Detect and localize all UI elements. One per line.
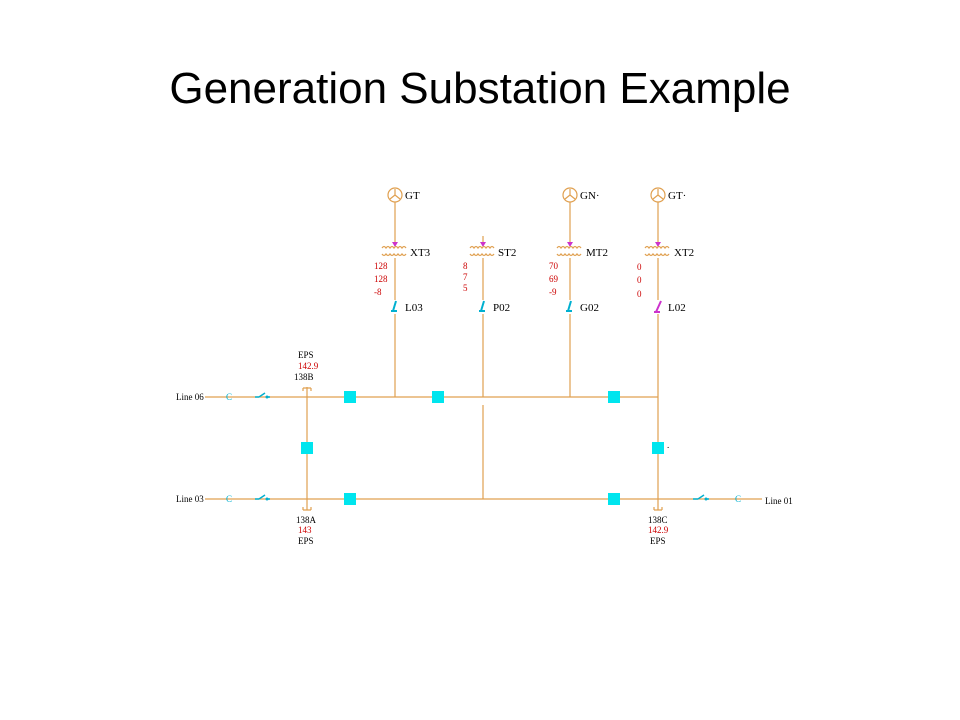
bus-label: 138C	[648, 515, 668, 525]
generator-1[interactable]: GT	[387, 187, 420, 203]
line-switch-contact-icon	[704, 497, 708, 501]
bus-terminal-icon	[653, 507, 663, 511]
tap-arrow-icon	[392, 242, 398, 247]
transformer-mt2[interactable]: MT2 70 69 -9	[549, 242, 608, 297]
transformer-value: 70	[549, 261, 559, 271]
bus-voltage: 142.9	[298, 361, 319, 371]
transformer-label: XT2	[674, 247, 694, 259]
bus-voltage: 143	[298, 525, 312, 535]
switch-label: G02	[580, 302, 599, 314]
transformer-label: XT3	[410, 247, 431, 259]
generator-label: GN·	[580, 190, 600, 202]
line-label: Line 06	[176, 392, 204, 402]
bus-terminal-icon	[302, 507, 312, 511]
transformer-secondary-icon	[644, 252, 670, 257]
switch-label: L02	[668, 302, 686, 314]
bus-138c[interactable]: 138C 142.9 EPS	[648, 515, 669, 546]
line-03[interactable]: Line 03 C	[176, 494, 270, 504]
line-01[interactable]: C Line 01	[693, 494, 793, 506]
transformer-value: 0	[637, 275, 642, 285]
bus-138a[interactable]: 138A 143 EPS	[296, 515, 317, 546]
transformer-value: -8	[374, 287, 382, 297]
line-marker: C	[226, 392, 232, 402]
line-marker: C	[735, 494, 741, 504]
transformer-value: 0	[637, 262, 642, 272]
circuit-breaker[interactable]	[608, 493, 620, 505]
circuit-breaker[interactable]	[301, 442, 313, 454]
circuit-breaker[interactable]	[432, 391, 444, 403]
line-marker: C	[226, 494, 232, 504]
slide-title: Generation Substation Example	[169, 64, 791, 113]
transformer-secondary-icon	[469, 252, 495, 257]
tap-arrow-icon	[480, 242, 486, 247]
bus-138b[interactable]: EPS 142.9 138B	[294, 350, 319, 382]
breaker-dot: .	[667, 440, 669, 450]
disconnect-switch-icon	[479, 300, 485, 312]
switch-l03[interactable]: L03	[391, 300, 423, 314]
transformer-xt2[interactable]: XT2 0 0 0	[637, 242, 694, 299]
line-06[interactable]: Line 06 C	[176, 392, 270, 402]
transformer-st2[interactable]: ST2 8 7 5	[463, 242, 516, 293]
generator-label: GT	[405, 190, 420, 202]
transformer-value: 0	[637, 289, 642, 299]
switch-label: L03	[405, 302, 423, 314]
switch-g02[interactable]: G02	[566, 300, 599, 314]
line-switch-contact-icon	[265, 497, 269, 501]
bus-name: EPS	[650, 536, 666, 546]
tap-arrow-icon	[655, 242, 661, 247]
circuit-breaker[interactable]	[652, 442, 664, 454]
bus-label: 138A	[296, 515, 317, 525]
generator-winding-icon	[389, 189, 401, 200]
transformer-secondary-icon	[381, 252, 407, 257]
bus-label: 138B	[294, 372, 314, 382]
circuit-breaker[interactable]	[344, 391, 356, 403]
generator-3[interactable]: GT·	[650, 187, 686, 203]
bus-name: EPS	[298, 350, 314, 360]
generator-label: GT·	[668, 190, 686, 202]
switch-label: P02	[493, 302, 510, 314]
bus-name: EPS	[298, 536, 314, 546]
generator-2[interactable]: GN·	[562, 187, 600, 203]
transformer-secondary-icon	[556, 252, 582, 257]
transformer-label: MT2	[586, 247, 608, 259]
circuit-breaker[interactable]	[608, 391, 620, 403]
bus-terminal-icon	[302, 387, 312, 391]
disconnect-switch-icon	[391, 300, 397, 312]
transformer-value: 7	[463, 272, 468, 282]
transformer-value: 128	[374, 274, 388, 284]
transformer-value: 8	[463, 261, 468, 271]
bus-voltage: 142.9	[648, 525, 669, 535]
disconnect-switch-icon	[566, 300, 572, 312]
transformer-primary-icon	[381, 245, 407, 250]
transformer-xt3[interactable]: XT3 128 128 -8	[374, 242, 431, 297]
transformer-primary-icon	[644, 245, 670, 250]
line-label: Line 03	[176, 494, 204, 504]
tap-arrow-icon	[567, 242, 573, 247]
disconnect-switch-icon	[654, 300, 662, 313]
transformer-label: ST2	[498, 247, 516, 259]
circuit-breaker[interactable]	[344, 493, 356, 505]
transformer-value: 128	[374, 261, 388, 271]
line-label: Line 01	[765, 496, 793, 506]
generator-winding-icon	[652, 189, 664, 200]
generator-winding-icon	[564, 189, 576, 200]
line-switch-contact-icon	[265, 395, 269, 399]
switch-p02[interactable]: P02	[479, 300, 510, 314]
switch-l02[interactable]: L02	[654, 300, 686, 314]
transformer-primary-icon	[556, 245, 582, 250]
transformer-primary-icon	[469, 245, 495, 250]
transformer-value: 69	[549, 274, 559, 284]
transformer-value: 5	[463, 283, 468, 293]
transformer-value: -9	[549, 287, 557, 297]
